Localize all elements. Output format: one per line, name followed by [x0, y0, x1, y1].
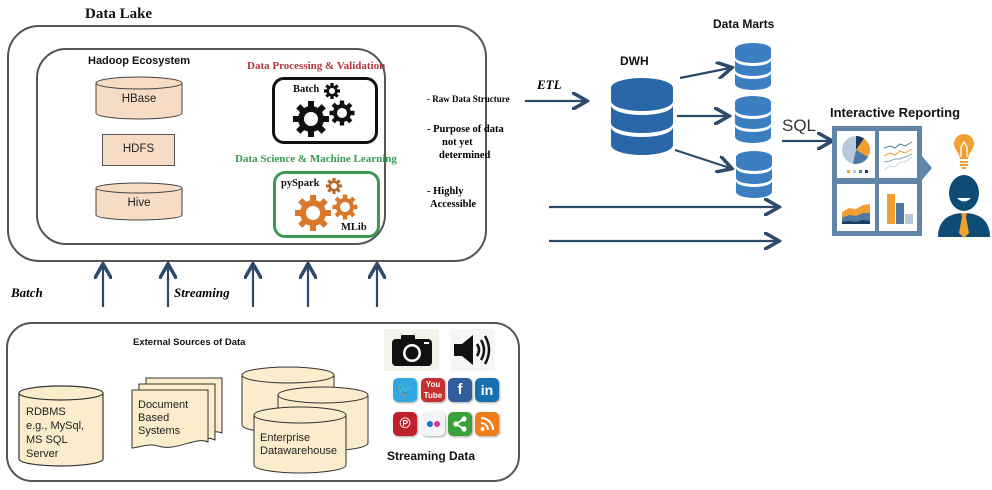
external-sources-title: External Sources of Data	[133, 337, 246, 348]
share-glyph	[453, 416, 467, 432]
linkedin-icon: in	[475, 378, 499, 402]
external-sources-container	[6, 322, 520, 482]
facebook-icon: f	[448, 378, 472, 402]
camera-glyph	[392, 335, 432, 366]
data-mart-icon	[735, 43, 771, 90]
hbase-cylinder: HBase	[95, 76, 183, 120]
data-mart-icon	[735, 96, 771, 143]
flickr-icon	[421, 412, 445, 436]
speaker-icon	[450, 329, 495, 371]
rdbms-label: RDBMS e.g., MySql, MS SQL Server	[26, 405, 84, 461]
share-icon	[448, 412, 472, 436]
hive-label: Hive	[127, 197, 151, 209]
dwh-database-icon	[611, 78, 673, 155]
edw-label: Enterprise Datawarehouse	[260, 432, 337, 458]
cylinder-shape	[95, 182, 183, 221]
data-lake-title: Data Lake	[85, 6, 153, 22]
document-line: Document	[138, 399, 189, 411]
document-label: Document Based Systems	[138, 399, 188, 438]
characteristic-raw-structure: - Raw Data Structure	[427, 94, 510, 104]
streaming-data-title: Streaming Data	[387, 449, 476, 463]
twitter-icon: 🐦	[393, 378, 417, 402]
data-mart-icon	[736, 151, 772, 198]
rdbms-cylinder: RDBMS e.g., MySql, MS SQL Server	[18, 385, 104, 467]
characteristic-purpose-line3: determined	[439, 150, 491, 161]
data-lake-container	[7, 25, 487, 262]
document-stack: Document Based Systems	[130, 377, 225, 453]
hdfs-label: HDFS	[122, 143, 155, 155]
rss-glyph	[480, 417, 494, 431]
sql-label: SQL	[782, 116, 817, 135]
batch-ingestion-label: Batch	[11, 285, 43, 300]
data-marts-label: Data Marts	[713, 17, 775, 31]
flickr-dots	[427, 421, 440, 427]
data-processing-title: Data Processing & Validation	[247, 60, 386, 72]
pinterest-icon: ℗	[393, 412, 417, 436]
edw-line: Enterprise	[260, 432, 311, 444]
characteristic-accessible-line2: Accessible	[430, 199, 477, 210]
rdbms-line: RDBMS	[26, 406, 66, 418]
rdbms-line: e.g., MySql,	[26, 420, 85, 432]
rdbms-line: Server	[26, 448, 59, 460]
hbase-label: HBase	[121, 93, 157, 105]
hdfs-box: HDFS	[102, 134, 175, 166]
hadoop-ecosystem-title: Hadoop Ecosystem	[88, 55, 191, 67]
orange-gears-icon	[295, 178, 358, 231]
dwh-to-mart-arrow	[674, 148, 730, 168]
cylinder-shape	[18, 385, 104, 467]
lightbulb-icon	[954, 134, 974, 169]
streaming-ingestion-label: Streaming	[174, 285, 230, 300]
batch-processing-box: Batch	[272, 77, 378, 144]
interactive-reporting-title: Interactive Reporting	[830, 105, 961, 120]
mlib-label: MLib	[341, 222, 367, 233]
dwh-label: DWH	[620, 54, 649, 68]
dashboard-icon	[832, 126, 932, 236]
document-line: Systems	[138, 425, 181, 437]
cylinder-shape	[95, 76, 183, 120]
document-line: Based	[138, 412, 170, 424]
speaker-glyph	[454, 335, 491, 365]
edw-line: Datawarehouse	[260, 445, 338, 457]
gears-icon	[293, 83, 355, 137]
hive-cylinder: Hive	[95, 182, 183, 222]
data-science-title: Data Science & Machine Learning	[235, 153, 397, 165]
batch-label: Batch	[293, 84, 320, 95]
cylinders-stack	[241, 366, 369, 474]
characteristic-purpose: - Purpose of data	[427, 124, 504, 135]
camera-icon	[384, 329, 439, 371]
documents-icon	[131, 377, 223, 449]
pyspark-label: pySpark	[281, 178, 320, 189]
etl-label: ETL	[537, 77, 562, 92]
characteristic-purpose-line2: not yet	[442, 137, 473, 148]
rss-icon	[475, 412, 499, 436]
enterprise-dwh-cylinders: Enterprise Datawarehouse	[240, 365, 370, 475]
machine-learning-box: pySpark MLib	[273, 171, 380, 238]
dwh-to-mart-arrow	[679, 68, 730, 78]
hadoop-ecosystem-container	[36, 48, 386, 245]
user-avatar-icon	[938, 175, 990, 238]
rdbms-line: MS SQL	[26, 434, 68, 446]
characteristic-accessible: - Highly	[427, 186, 464, 197]
